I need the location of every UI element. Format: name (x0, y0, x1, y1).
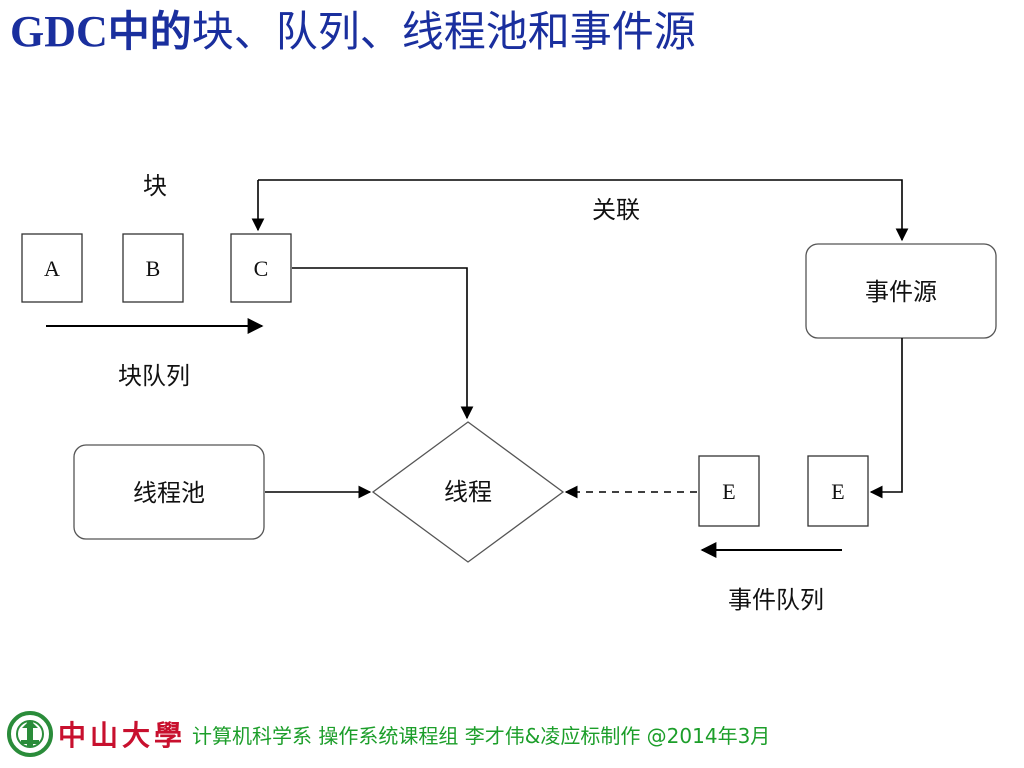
block-b-label: B (146, 256, 161, 281)
event-label-1: E (722, 479, 735, 504)
block-c-box (230, 233, 292, 303)
thread-diamond (371, 421, 565, 563)
thread-pool-label: 线程池 (133, 479, 205, 507)
university-logo: 中山大學 (6, 710, 186, 758)
association-arrow-to-source (258, 179, 909, 242)
source-to-event-arrow (869, 338, 903, 499)
footer: 中山大學 计算机科学系 操作系统课程组 李才伟&凌应标制作 @2014年3月 (6, 708, 770, 760)
block-queue-label: 块队列 (118, 362, 190, 390)
block-b-box (122, 233, 184, 303)
event-source-box (805, 243, 997, 339)
title-bold: 中的 (107, 7, 192, 56)
title-rest: 块、队列、线程池和事件源 (191, 7, 696, 56)
thread-label: 线程 (444, 478, 492, 506)
thread-pool-box (73, 444, 265, 540)
university-name: 中山大學 (58, 719, 187, 752)
block-c-to-thread-arrow (292, 267, 474, 420)
title-latin: GDC (10, 7, 108, 56)
diagram: 块 A B C 块队列 关联 事件源 线程 线程池 E E 事件队列 (21, 172, 997, 614)
event-box-2 (807, 455, 869, 527)
block-a-label: A (44, 256, 60, 281)
university-emblem-icon (7, 711, 53, 757)
association-label: 关联 (592, 196, 640, 224)
event-label-2: E (831, 479, 844, 504)
page-title: GDC中的块、队列、线程池和事件源 (10, 4, 696, 60)
event-queue-label: 事件队列 (728, 586, 824, 614)
event-box-1 (698, 455, 760, 527)
blocks-label: 块 (143, 172, 167, 200)
footer-credit: 计算机科学系 操作系统课程组 李才伟&凌应标制作 @2014年3月 (192, 723, 771, 748)
block-c-label: C (254, 256, 269, 281)
event-source-label: 事件源 (865, 278, 937, 306)
block-a-box (21, 233, 83, 303)
